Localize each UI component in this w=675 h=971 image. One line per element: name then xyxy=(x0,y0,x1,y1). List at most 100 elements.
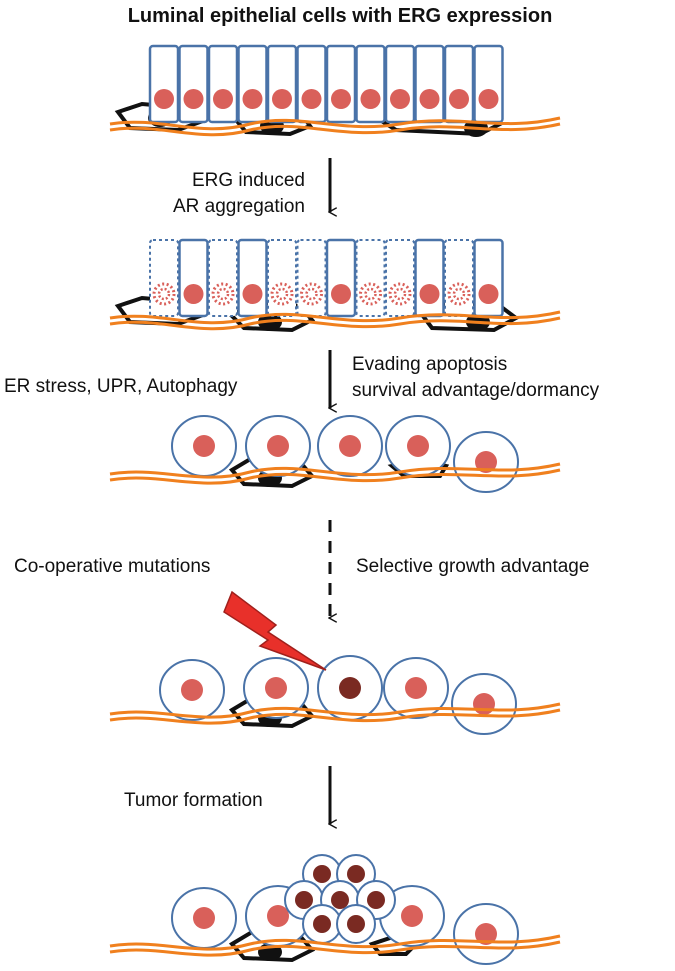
rounded-cell xyxy=(453,431,519,493)
basement-membrane xyxy=(109,116,561,137)
nucleus xyxy=(339,677,361,699)
columnar-cell xyxy=(266,44,298,124)
columnar-cell xyxy=(443,44,475,124)
nucleus xyxy=(183,89,204,109)
diagram-title: Luminal epithelial cells with ERG expres… xyxy=(128,5,553,27)
nucleus xyxy=(347,865,365,883)
stage2-ar-aggregation xyxy=(109,238,561,333)
aggregated-cell xyxy=(355,239,386,317)
stage3-surviving-cells xyxy=(109,415,561,493)
stage4-mutated-cells xyxy=(109,590,561,735)
basement-membrane xyxy=(109,310,561,331)
rounded-cell xyxy=(171,415,237,477)
basement-membrane xyxy=(109,934,561,957)
nucleus xyxy=(267,905,289,927)
nucleus xyxy=(313,915,331,933)
nucleus xyxy=(181,679,203,701)
nucleus xyxy=(407,435,429,457)
ar-aggregate xyxy=(300,282,323,306)
nucleus xyxy=(360,89,381,109)
nucleus xyxy=(478,89,499,109)
intact-cell xyxy=(473,238,504,318)
basement-membrane xyxy=(109,702,561,725)
step1-label-line2: AR aggregation xyxy=(173,196,305,217)
nucleus xyxy=(339,435,361,457)
nucleus xyxy=(154,89,174,109)
nucleus xyxy=(331,284,351,304)
step2-right-label-line2: survival advantage/dormancy xyxy=(352,380,600,401)
nucleus xyxy=(331,89,351,109)
columnar-cell xyxy=(325,44,357,124)
nucleus xyxy=(242,89,263,109)
step1-label-line1: ERG induced xyxy=(192,170,305,191)
nucleus xyxy=(265,677,287,699)
aggregation-cell-row xyxy=(149,238,504,318)
rounded-cell xyxy=(451,673,517,735)
tumor-cluster xyxy=(284,854,396,944)
nucleus xyxy=(478,284,499,304)
ar-aggregate xyxy=(359,282,382,306)
nucleus xyxy=(183,284,204,304)
nucleus xyxy=(347,915,365,933)
aggregated-cell xyxy=(385,239,415,317)
nucleus xyxy=(405,677,427,699)
stage5-tumor xyxy=(109,854,561,965)
ar-aggregate xyxy=(388,282,412,306)
nucleus xyxy=(475,451,497,473)
columnar-cell xyxy=(178,44,209,124)
columnar-cell xyxy=(148,44,180,124)
columnar-cell xyxy=(296,44,327,124)
intact-cell xyxy=(237,238,268,318)
step2-right-label-line1: Evading apoptosis xyxy=(352,354,507,375)
nucleus xyxy=(419,89,440,109)
nucleus xyxy=(267,435,289,457)
columnar-cell xyxy=(384,44,416,124)
columnar-cell-row xyxy=(148,44,504,124)
aggregated-cell xyxy=(267,239,297,317)
nucleus xyxy=(193,907,215,929)
columnar-cell xyxy=(355,44,386,124)
columnar-cell xyxy=(237,44,268,124)
ar-aggregate xyxy=(211,282,235,306)
aggregated-cell xyxy=(208,239,238,317)
columnar-cell xyxy=(473,44,504,124)
aggregated-cell xyxy=(149,239,179,317)
rounded-cell xyxy=(383,657,449,719)
step3-right-label: Selective growth advantage xyxy=(356,556,589,577)
rounded-cell xyxy=(317,415,383,477)
rounded-cell xyxy=(385,415,451,477)
nucleus xyxy=(390,89,410,109)
aggregated-cell xyxy=(296,239,327,317)
stage1-luminal-epithelium xyxy=(109,44,561,137)
nucleus xyxy=(193,435,215,457)
nucleus xyxy=(401,905,423,927)
columnar-cell xyxy=(207,44,239,124)
basement-membrane xyxy=(109,462,561,485)
rounded-cell xyxy=(453,903,519,965)
rounded-cell xyxy=(243,657,309,719)
rounded-cell xyxy=(171,887,237,949)
nucleus xyxy=(419,284,440,304)
lightning-bolt-icon xyxy=(223,590,327,671)
step3-left-label: Co-operative mutations xyxy=(14,556,210,577)
nucleus xyxy=(449,89,469,109)
aggregated-cell xyxy=(444,239,474,317)
nucleus xyxy=(295,891,313,909)
nucleus xyxy=(473,693,495,715)
intact-cell xyxy=(325,238,357,318)
nucleus xyxy=(301,89,322,109)
nucleus xyxy=(213,89,233,109)
columnar-cell xyxy=(414,44,445,124)
tumor-cell xyxy=(356,880,396,920)
step4-label: Tumor formation xyxy=(124,790,263,811)
step2-left-label: ER stress, UPR, Autophagy xyxy=(4,376,238,397)
rounded-cell xyxy=(245,415,311,477)
tumor-cell xyxy=(302,904,342,944)
mutant-cell xyxy=(317,655,383,721)
ar-aggregate xyxy=(270,282,294,306)
intact-cell xyxy=(414,238,445,318)
ar-aggregate xyxy=(447,282,471,306)
nucleus xyxy=(331,891,349,909)
tumor-cell xyxy=(336,904,376,944)
